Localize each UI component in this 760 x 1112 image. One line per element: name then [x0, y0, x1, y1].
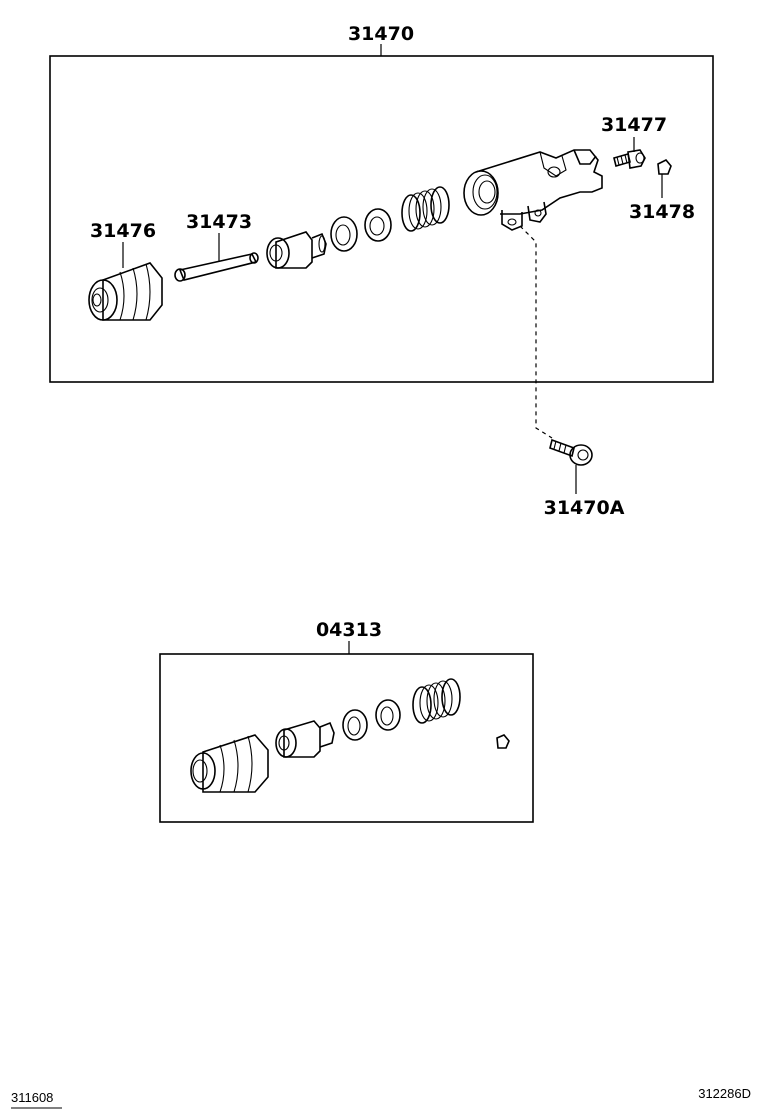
bolt-31470A[interactable]: 31470A: [519, 225, 625, 519]
kit-cup-seal-2[interactable]: [375, 699, 401, 731]
label-31470A[interactable]: 31470A: [544, 497, 625, 519]
footer-right-code: 312286D: [698, 1086, 751, 1101]
kit-boot[interactable]: [190, 734, 269, 793]
kit-04313-group: 04313: [159, 619, 534, 823]
bolt-dashed-leader: [519, 225, 553, 439]
cup-seal-1[interactable]: [330, 216, 358, 252]
kit-piston[interactable]: [275, 720, 335, 758]
label-04313[interactable]: 04313: [316, 619, 382, 641]
kit-spring[interactable]: [412, 678, 461, 724]
push-rod-31473[interactable]: 31473: [174, 211, 259, 282]
assembly-31470-group: 31470 31476 31473: [49, 23, 714, 519]
spring[interactable]: [401, 186, 450, 232]
bleeder-plug-31477[interactable]: 31477: [601, 114, 667, 169]
footer-left-code: 311608: [11, 1090, 53, 1105]
cylinder-body[interactable]: [463, 149, 603, 231]
kit-frame: [159, 653, 534, 823]
label-31476[interactable]: 31476: [90, 220, 156, 242]
label-31477[interactable]: 31477: [601, 114, 667, 136]
kit-cup-seal-1[interactable]: [342, 709, 368, 741]
label-31470[interactable]: 31470: [348, 23, 414, 45]
label-31478[interactable]: 31478: [629, 201, 695, 223]
piston[interactable]: [266, 231, 327, 269]
cup-seal-2[interactable]: [364, 208, 392, 242]
label-31473[interactable]: 31473: [186, 211, 252, 233]
bleeder-cap-31478[interactable]: 31478: [629, 159, 695, 223]
boot-31476[interactable]: 31476: [88, 220, 163, 321]
kit-bleeder-cap[interactable]: [496, 734, 510, 749]
